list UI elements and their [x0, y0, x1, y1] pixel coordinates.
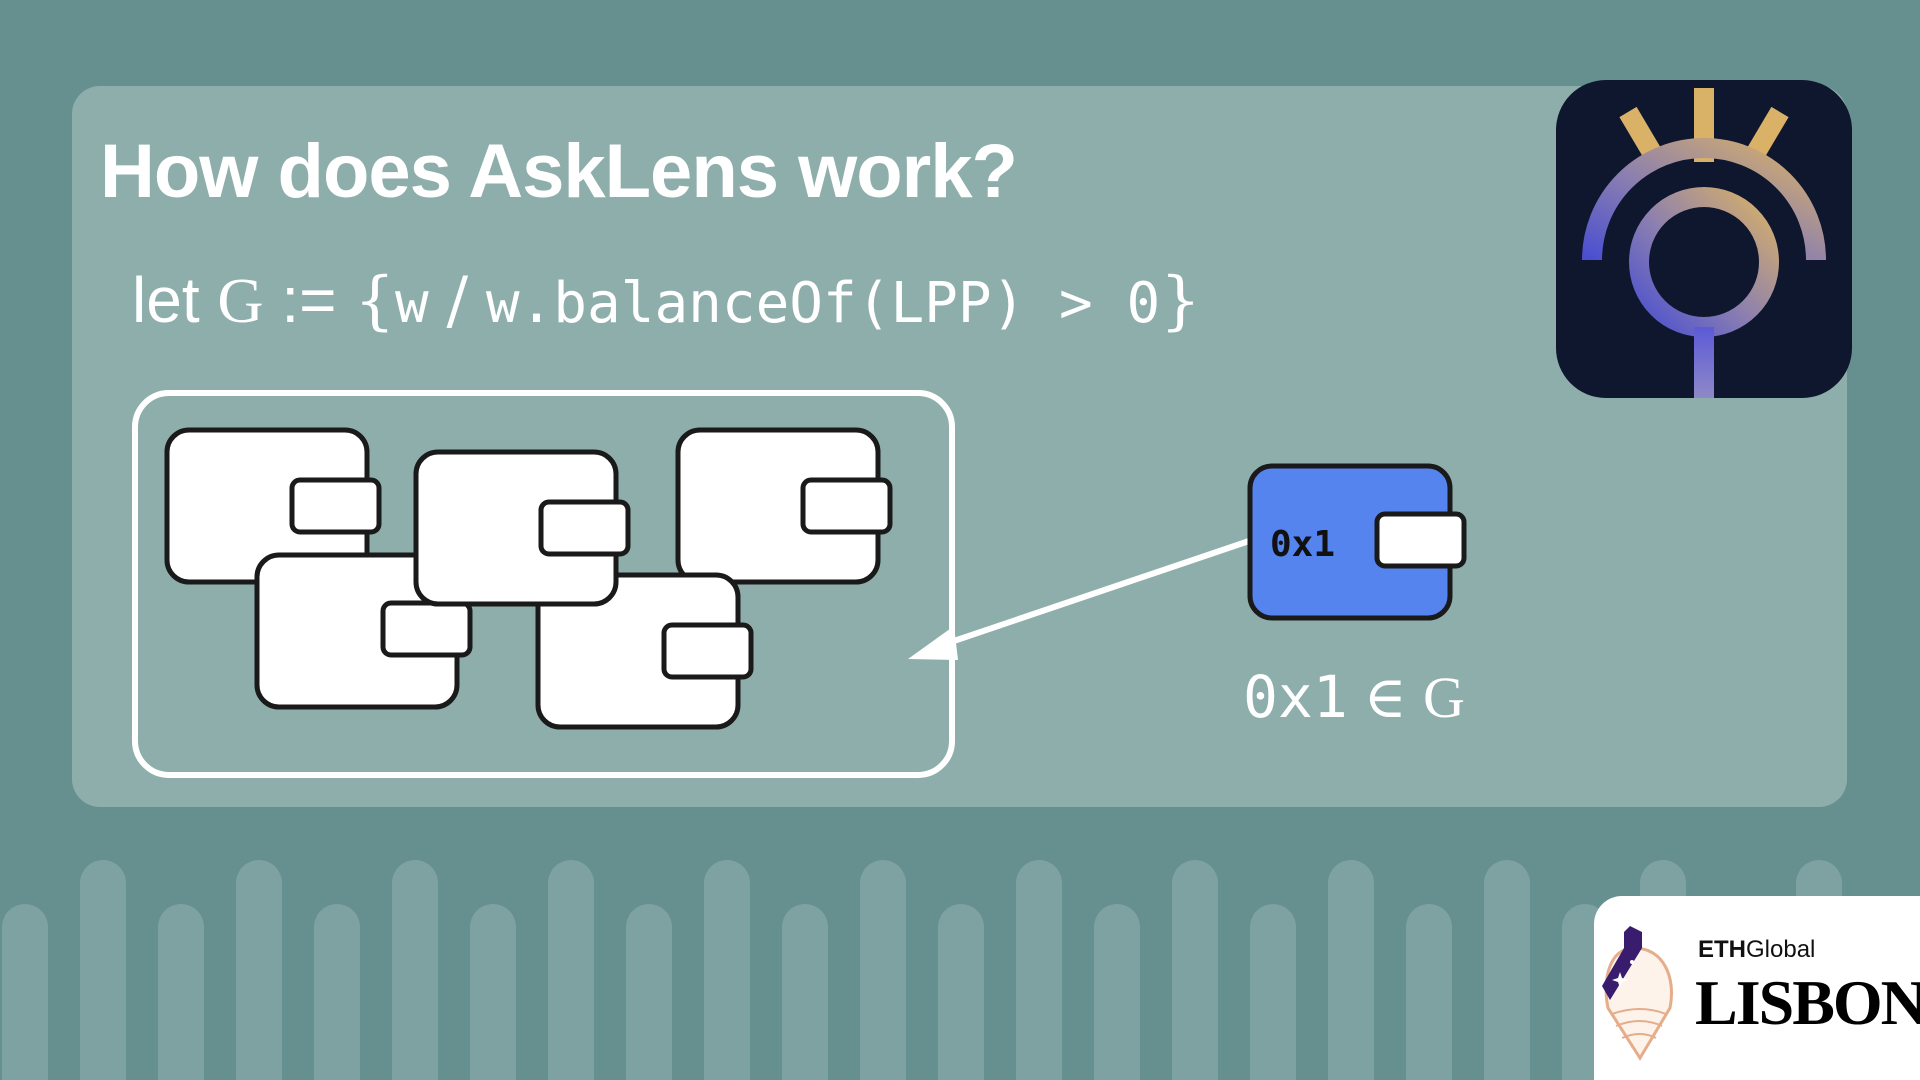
formula-variable: w: [395, 271, 429, 336]
membership-statement: 0x1 ∈ G: [1243, 668, 1465, 727]
decorative-bar: [2, 904, 48, 1080]
decorative-bar: [860, 860, 906, 1080]
decorative-bar: [314, 904, 360, 1080]
asklens-logo: [1556, 80, 1852, 398]
decorative-bar: [1250, 904, 1296, 1080]
decorative-bar: [1406, 904, 1452, 1080]
wallet-address-label: 0x1: [1270, 524, 1335, 565]
wallet-set-boundary: [132, 390, 955, 778]
decorative-bar: [1094, 904, 1140, 1080]
formula-condition: w.balanceOf(LPP) > 0: [485, 271, 1161, 336]
decorative-bar: [704, 860, 750, 1080]
decorative-bar: [1016, 860, 1062, 1080]
decorative-bar: [548, 860, 594, 1080]
ethglobal-lisbon-badge: ETHGlobal LISBON: [1594, 896, 1920, 1080]
wallet-icon: [675, 427, 893, 585]
formula-open-brace: {: [354, 264, 396, 338]
decorative-bar: [392, 860, 438, 1080]
decorative-bar: [1484, 860, 1530, 1080]
arrow-into-set: [908, 537, 1255, 660]
decorative-bar: [1328, 860, 1374, 1080]
slide-title: How does AskLens work?: [100, 129, 1018, 214]
event-city-label: LISBON: [1695, 967, 1920, 1038]
ethglobal-suffix: Global: [1746, 936, 1816, 963]
wallet-icon: [535, 572, 754, 730]
highlighted-wallet-0x1: 0x1: [1247, 463, 1467, 621]
decorative-bar: [1172, 860, 1218, 1080]
decorative-bar: [938, 904, 984, 1080]
wallet-icon: [254, 552, 473, 710]
ethglobal-prefix: ETH: [1698, 936, 1746, 963]
decorative-bar: [236, 860, 282, 1080]
decorative-bar: [626, 904, 672, 1080]
formula-let-keyword: let: [132, 264, 200, 336]
membership-address: 0x1: [1243, 663, 1348, 731]
formula-set-name: G: [217, 265, 264, 336]
asklens-eye-lens-icon: [1582, 88, 1826, 398]
set-definition-formula: let G := {w / w.balanceOf(LPP) > 0}: [132, 268, 1201, 333]
formula-assign-operator: :=: [281, 264, 337, 336]
wallet-icon: [413, 449, 631, 607]
decorative-bar: [470, 904, 516, 1080]
element-of-symbol: ∈: [1363, 663, 1407, 731]
ethglobal-wordmark: ETHGlobal: [1698, 936, 1815, 964]
decorative-bar: [158, 904, 204, 1080]
ethglobal-lisbon-emblem-icon: [1602, 926, 1673, 1061]
decorative-bar: [80, 860, 126, 1080]
decorative-bar: [782, 904, 828, 1080]
formula-separator: /: [446, 264, 469, 338]
formula-close-brace: }: [1160, 264, 1201, 338]
membership-set-name: G: [1422, 665, 1465, 730]
